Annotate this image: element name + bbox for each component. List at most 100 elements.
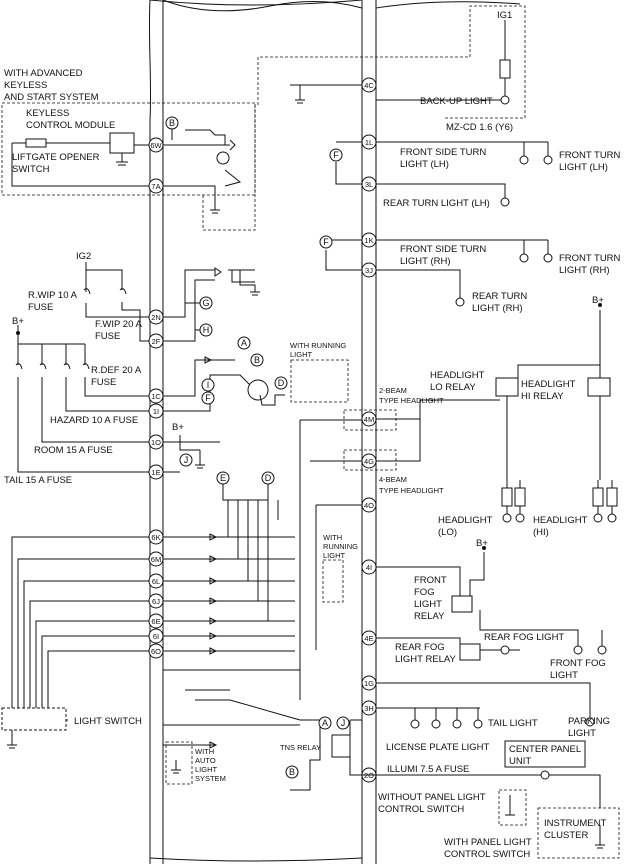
svg-text:HAZARD 10 A FUSE: HAZARD 10 A FUSE <box>50 415 138 426</box>
svg-text:WITH PANEL LIGHT: WITH PANEL LIGHT <box>444 837 532 848</box>
svg-text:4M: 4M <box>364 415 374 424</box>
svg-text:(HI): (HI) <box>533 527 549 538</box>
svg-text:LO RELAY: LO RELAY <box>430 382 476 393</box>
svg-text:3L: 3L <box>365 180 373 189</box>
svg-text:HEADLIGHT: HEADLIGHT <box>521 379 576 390</box>
diagram-labels: WITH ADVANCED KEYLESS AND START SYSTEM K… <box>4 10 621 860</box>
svg-text:LIGHT (LH): LIGHT (LH) <box>400 159 449 170</box>
svg-text:TYPE HEADLIGHT: TYPE HEADLIGHT <box>379 396 444 405</box>
svg-text:TYPE HEADLIGHT: TYPE HEADLIGHT <box>379 486 444 495</box>
svg-text:CENTER PANEL: CENTER PANEL <box>509 744 581 755</box>
svg-text:3H: 3H <box>364 704 374 713</box>
svg-text:1L: 1L <box>365 138 373 147</box>
svg-text:CONTROL SWITCH: CONTROL SWITCH <box>444 849 530 860</box>
connector-1E: 1E <box>148 464 164 480</box>
connector-4I: 4I <box>361 559 377 575</box>
svg-text:HEADLIGHT: HEADLIGHT <box>533 515 588 526</box>
connector-6O: 6O <box>148 643 164 659</box>
svg-text:FRONT SIDE TURN: FRONT SIDE TURN <box>400 147 486 158</box>
svg-text:TAIL 15 A FUSE: TAIL 15 A FUSE <box>4 475 72 486</box>
svg-text:4I: 4I <box>366 563 372 572</box>
wires-right: F F <box>290 20 618 849</box>
svg-text:FUSE: FUSE <box>91 377 116 388</box>
svg-text:4C: 4C <box>364 81 374 90</box>
svg-text:4G: 4G <box>364 457 374 466</box>
svg-text:FUSE: FUSE <box>28 302 53 313</box>
svg-text:FOG: FOG <box>414 587 435 598</box>
svg-text:B+: B+ <box>592 295 604 306</box>
svg-text:LIGHT (RH): LIGHT (RH) <box>400 256 451 267</box>
svg-text:6W: 6W <box>150 141 162 150</box>
connector-1C: 1C <box>148 388 164 404</box>
svg-text:ILLUMI 7.5 A FUSE: ILLUMI 7.5 A FUSE <box>387 764 469 775</box>
connector-4E: 4E <box>361 630 377 646</box>
svg-text:SWITCH: SWITCH <box>12 164 50 175</box>
connector-4G: 4G <box>361 453 377 469</box>
connector-3H: 3H <box>361 700 377 716</box>
svg-text:1G: 1G <box>364 679 374 688</box>
svg-text:REAR TURN: REAR TURN <box>472 291 527 302</box>
label-light-switch: LIGHT SWITCH <box>74 716 142 727</box>
svg-text:FRONT SIDE TURN: FRONT SIDE TURN <box>400 244 486 255</box>
svg-text:B+: B+ <box>172 422 184 433</box>
svg-text:RELAY: RELAY <box>414 611 445 622</box>
svg-text:LIGHT (RH): LIGHT (RH) <box>559 265 610 276</box>
connector-4M: 4M <box>361 411 377 427</box>
svg-text:A: A <box>241 338 247 348</box>
svg-text:B: B <box>289 767 295 777</box>
svg-text:RUNNING: RUNNING <box>323 542 358 551</box>
svg-text:LIGHT: LIGHT <box>550 670 578 681</box>
svg-text:R.DEF 20 A: R.DEF 20 A <box>91 365 142 376</box>
connector-6M: 6M <box>148 551 164 567</box>
svg-text:7A: 7A <box>151 182 160 191</box>
svg-text:HEADLIGHT: HEADLIGHT <box>430 370 485 381</box>
svg-text:LIGHT: LIGHT <box>323 551 346 560</box>
svg-text:HI RELAY: HI RELAY <box>521 391 564 402</box>
connector-3J: 3J <box>361 262 377 278</box>
svg-text:REAR FOG LIGHT: REAR FOG LIGHT <box>484 632 564 643</box>
svg-text:B+: B+ <box>476 538 488 549</box>
svg-text:6K: 6K <box>151 533 160 542</box>
svg-text:FRONT FOG: FRONT FOG <box>550 658 606 669</box>
svg-text:2N: 2N <box>151 313 161 322</box>
svg-text:B+: B+ <box>12 316 24 327</box>
label-mzcd: MZ-CD 1.6 (Y6) <box>446 122 513 133</box>
dashed-regions <box>1 5 620 859</box>
svg-text:INSTRUMENT: INSTRUMENT <box>544 818 606 829</box>
svg-text:WITH RUNNING: WITH RUNNING <box>290 341 346 350</box>
connector-6E: 6E <box>148 613 164 629</box>
svg-text:REAR TURN LIGHT (LH): REAR TURN LIGHT (LH) <box>383 198 490 209</box>
connector-1O: 1O <box>148 434 164 450</box>
svg-text:1I: 1I <box>153 407 159 416</box>
right-connectors: 4C 1L 3L 1K 3J 4M 4G 4O 4I 4E 1G 3H 2O <box>361 77 377 783</box>
svg-text:1C: 1C <box>151 392 161 401</box>
connector-3L: 3L <box>361 176 377 192</box>
connector-6W: 6W <box>148 137 164 153</box>
svg-text:6I: 6I <box>153 632 159 641</box>
svg-text:2F: 2F <box>152 337 161 346</box>
svg-text:F: F <box>205 393 211 403</box>
svg-text:6L: 6L <box>152 577 160 586</box>
connector-1L: 1L <box>361 134 377 150</box>
wires-left: B G H A B D <box>1 116 321 791</box>
svg-text:TAIL LIGHT: TAIL LIGHT <box>488 718 538 729</box>
connector-6J: 6J <box>148 593 164 609</box>
svg-text:D: D <box>278 378 285 388</box>
label-ig1: IG1 <box>497 10 512 21</box>
connector-7A: 7A <box>148 178 164 194</box>
svg-text:ROOM 15 A FUSE: ROOM 15 A FUSE <box>34 445 113 456</box>
svg-text:(LO): (LO) <box>438 527 457 538</box>
svg-text:F: F <box>323 237 329 247</box>
svg-text:J: J <box>184 455 189 465</box>
connector-2N: 2N <box>148 309 164 325</box>
svg-text:LIGHT (RH): LIGHT (RH) <box>472 303 523 314</box>
label-ig2: IG2 <box>76 251 91 262</box>
connector-4O: 4O <box>361 497 377 513</box>
svg-text:FRONT: FRONT <box>414 575 447 586</box>
label-keyless-module: KEYLESS <box>26 108 69 119</box>
connector-6I: 6I <box>148 628 164 644</box>
label-advanced-keyless: WITH ADVANCED <box>4 68 83 79</box>
svg-text:WITHOUT PANEL LIGHT: WITHOUT PANEL LIGHT <box>378 792 486 803</box>
label-liftgate-switch: LIFTGATE OPENER <box>12 152 100 163</box>
